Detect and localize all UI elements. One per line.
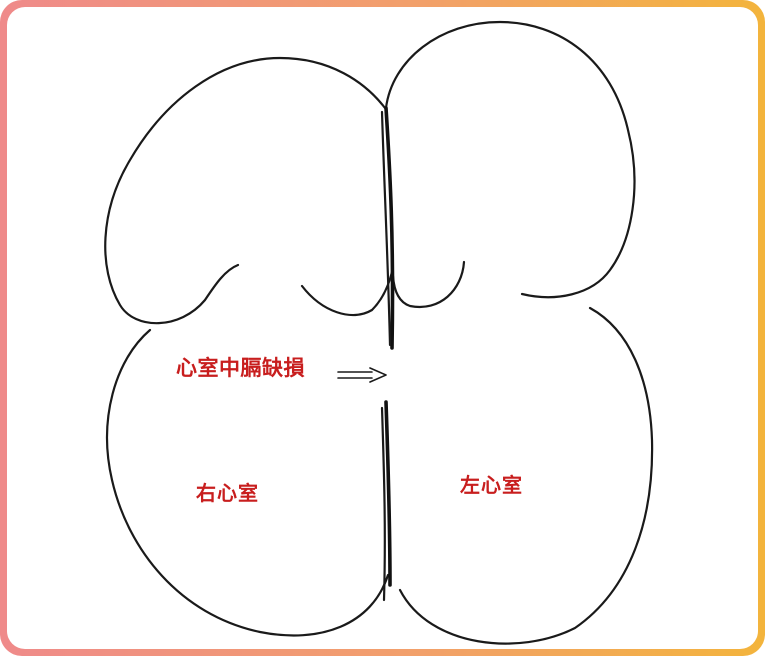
- right-atrium-notch: [300, 270, 394, 317]
- vsd-label: 心室中膈缺損: [176, 356, 305, 380]
- right-atrium-outline: [104, 56, 387, 325]
- septum-lower-outline: [380, 406, 386, 602]
- left-atrium-outline: [384, 20, 636, 299]
- right-ventricle-label: 右心室: [196, 481, 259, 505]
- vsd-arrow-shaft: [337, 371, 373, 379]
- septum-lower: [384, 400, 392, 587]
- vsd-arrow-head: [369, 367, 387, 383]
- left-ventricle-label: 左心室: [460, 473, 523, 497]
- left-ventricle-outline: [398, 306, 654, 645]
- left-atrium-notch: [391, 260, 466, 309]
- septum-upper: [384, 106, 395, 350]
- septum-upper-outline: [380, 110, 392, 347]
- right-ventricle-outline: [106, 328, 390, 637]
- vsd-arrow: [337, 367, 387, 383]
